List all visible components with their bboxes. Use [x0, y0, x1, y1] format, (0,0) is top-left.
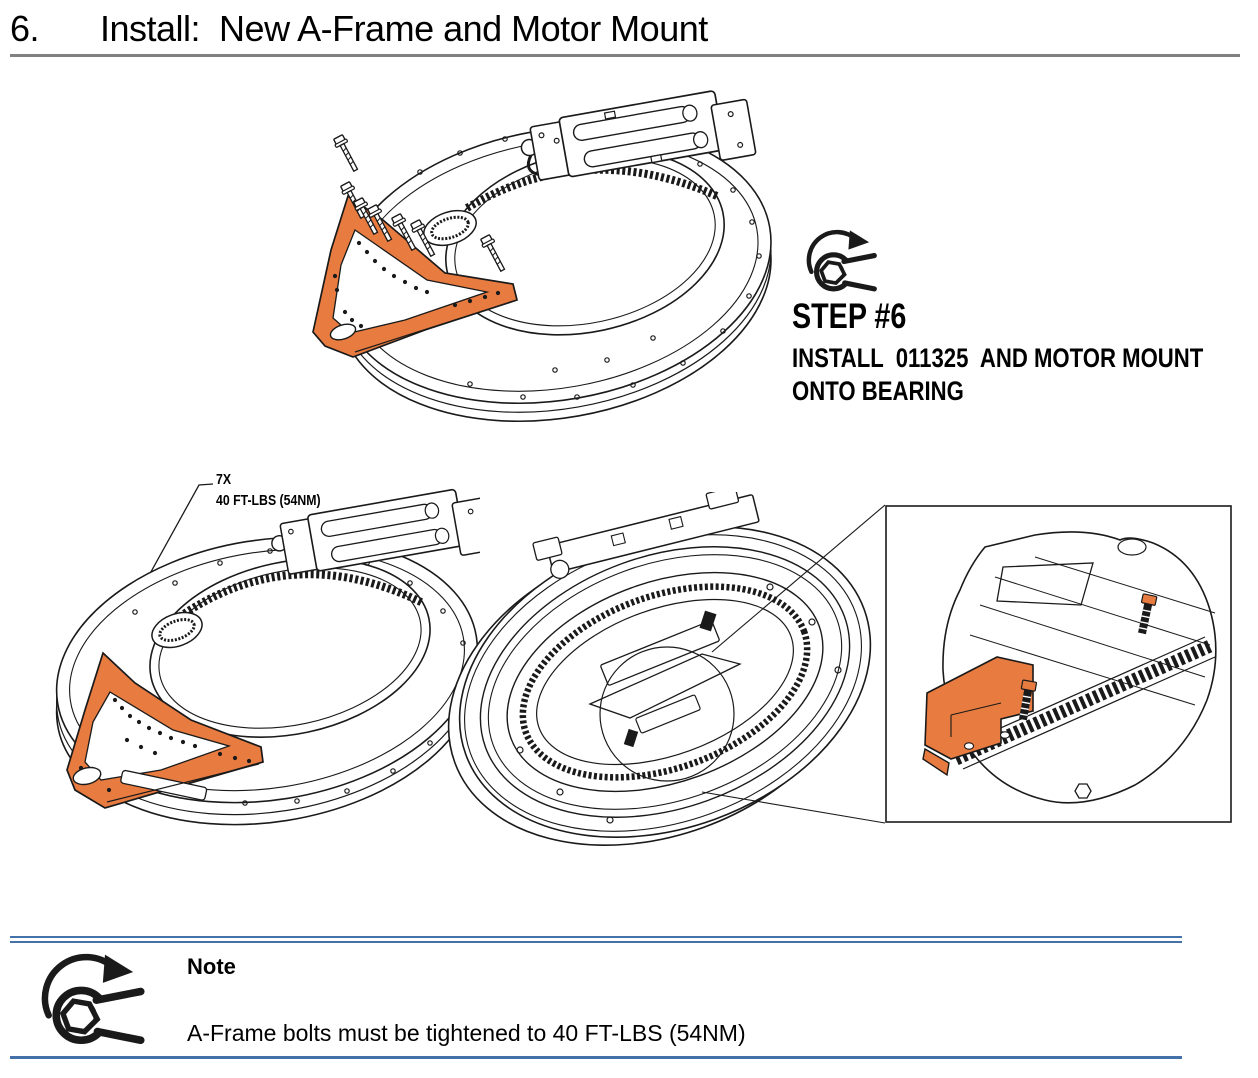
rim-bolts	[516, 583, 842, 824]
ring-gear-teeth	[519, 583, 811, 781]
wrench-rotate-icon	[806, 229, 878, 292]
hex-bolt	[1074, 783, 1092, 799]
section-number: 6.	[10, 8, 40, 49]
bolt-with-orange-head	[1019, 679, 1038, 721]
assembled-a-frame-diagram	[55, 483, 480, 826]
torque-callout: 7X 40 FT-LBS (54NM)	[216, 469, 344, 511]
bearing-inner-opening	[445, 148, 725, 336]
note-divider-top-line1	[10, 936, 1182, 938]
pinion-gear	[151, 611, 203, 649]
note-divider-top-line2	[10, 941, 1182, 943]
bolt	[623, 728, 639, 748]
title-divider	[10, 54, 1240, 57]
a-frame-bar	[120, 769, 208, 801]
bolt-with-orange-head	[1138, 593, 1158, 635]
section-title: Install: New A-Frame and Motor Mount	[100, 8, 708, 49]
a-frame-corner-highlight	[922, 656, 1034, 777]
detail-leader-line-bottom	[701, 791, 885, 824]
note-heading: Note	[187, 954, 236, 979]
torque-value: 40 FT-LBS (54NM)	[216, 492, 321, 509]
note-body: A-Frame bolts must be tightened to 40 FT…	[187, 1020, 746, 1046]
bearing-inner-opening	[149, 558, 431, 738]
note-divider-bottom	[10, 1056, 1182, 1059]
exploded-assembly-diagram	[312, 90, 772, 423]
ring-gear-teeth	[172, 570, 425, 624]
a-frame-highlight	[312, 194, 519, 358]
detail-closeup-box	[885, 505, 1232, 823]
center-bracket	[588, 610, 742, 748]
magnifier-circle	[599, 646, 735, 782]
motor-mount	[271, 488, 480, 575]
bolt	[699, 610, 717, 632]
pinion-gear	[423, 209, 477, 247]
step-instruction-line2: ONTO BEARING	[792, 376, 964, 406]
wrench-rotate-icon	[41, 953, 147, 1045]
torque-quantity: 7X	[216, 471, 232, 488]
a-frame-highlight	[66, 651, 264, 809]
bearing-rear-view-diagram	[447, 492, 885, 846]
step-heading: STEP #6	[792, 297, 907, 336]
motor-mount-plate	[532, 492, 760, 580]
detail-leader-line-top	[711, 504, 885, 653]
ring-gear-teeth	[464, 165, 719, 212]
step-instruction-line1: INSTALL 011325 AND MOTOR MOUNT	[792, 343, 1204, 373]
motor-mount	[520, 90, 757, 181]
